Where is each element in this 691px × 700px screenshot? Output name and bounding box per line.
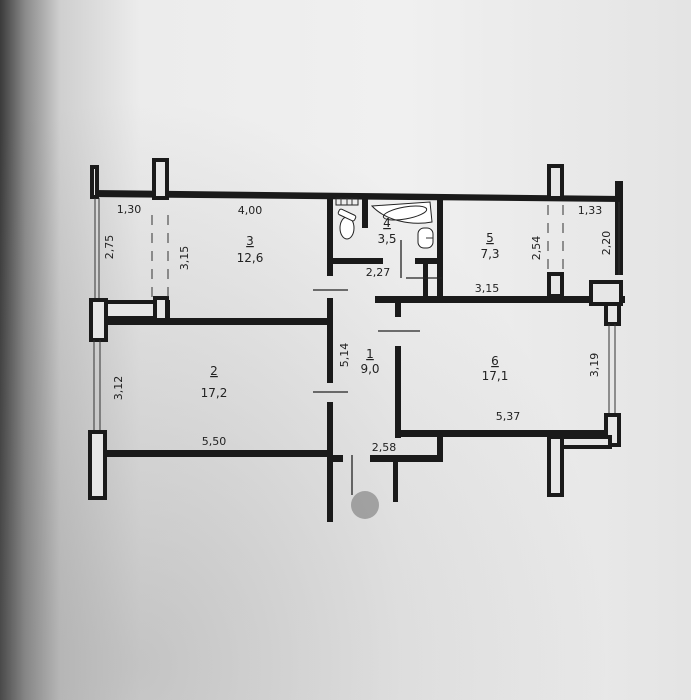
dim-room2-depth: 3,12 [112,376,125,401]
walls [88,158,625,522]
dim-hall-length: 5,14 [338,343,351,368]
room-5-number: 5 [486,231,494,245]
room-6-area: 17,1 [482,369,509,383]
room-4-area: 3,5 [377,232,396,246]
dim-room5-depth: 2,54 [530,236,543,261]
room-4-number: 4 [383,216,391,230]
dimension-labels: 1,30 2,75 4,00 3,15 2,27 5,14 3,15 2,54 … [103,203,613,454]
dim-balcony-right-width: 1,33 [578,204,603,217]
bathtub-icon [370,201,433,224]
dim-room6-depth: 3,19 [588,353,601,378]
dim-room3-depth: 3,15 [178,246,191,271]
door-marks [151,205,564,495]
dim-hall-width: 2,27 [366,266,391,279]
dim-balcony-left-width: 1,30 [117,203,142,216]
room-5-area: 7,3 [480,247,499,261]
dim-room6-width: 5,37 [496,410,521,423]
room-3-area: 12,6 [237,251,264,265]
room-2-number: 2 [210,364,218,378]
dim-balcony-left-depth: 2,75 [103,235,116,260]
dim-entry-width: 2,58 [372,441,397,454]
ventilation-grille-icon [335,197,359,206]
bathroom-fixtures [335,197,434,249]
dim-room2-width: 5,50 [202,435,227,448]
room-labels: 1 9,0 2 17,2 3 12,6 4 3,5 5 7,3 6 17,1 [201,216,509,400]
room-1-area: 9,0 [360,362,379,376]
room-1-number: 1 [366,347,374,361]
dim-balcony-right-depth: 2,20 [600,231,613,256]
room-3-number: 3 [246,234,254,248]
toilet-icon [337,208,357,240]
room-6-number: 6 [491,354,499,368]
sink-icon [417,227,434,249]
room-2-area: 17,2 [201,386,228,400]
dim-room3-width: 4,00 [238,204,263,217]
dim-room5-length: 3,15 [475,282,500,295]
entrance-marker [351,491,379,519]
